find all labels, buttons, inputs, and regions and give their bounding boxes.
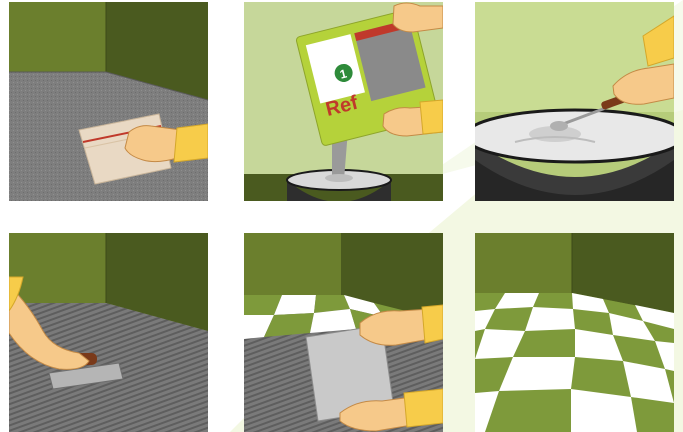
panel-spread-adhesive: [9, 233, 208, 432]
finished-floor-illustration: [475, 233, 674, 432]
clean-surface-illustration: [9, 2, 208, 201]
panel-pour-powder: Ref 1: [244, 2, 443, 201]
place-tile-illustration: [244, 233, 443, 432]
panel-place-tile: [244, 233, 443, 432]
panel-mix-paste: [475, 2, 674, 201]
mix-paste-illustration: [475, 2, 674, 201]
panel-finished-floor: [475, 233, 674, 432]
spread-adhesive-illustration: [9, 233, 208, 432]
hand-icon: [125, 124, 208, 162]
mixing-bowl-icon: [475, 110, 674, 201]
panel-clean-surface: [9, 2, 208, 201]
pour-powder-illustration: Ref 1: [244, 2, 443, 201]
